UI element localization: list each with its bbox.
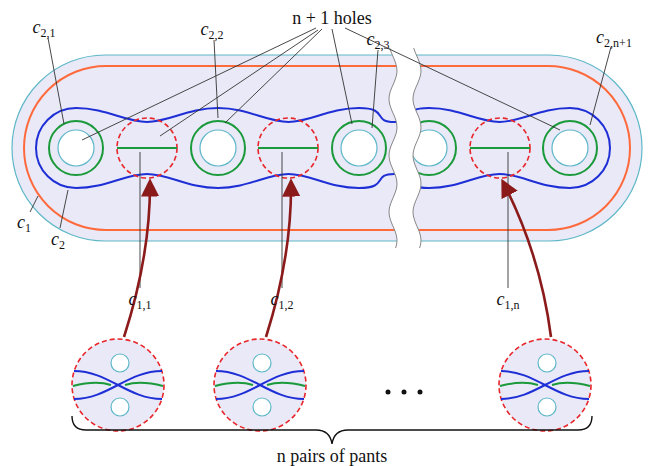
- curve-label: c2,3: [367, 30, 390, 51]
- break-line: [389, 48, 397, 248]
- hole: [111, 398, 129, 416]
- green-strand: [267, 383, 305, 386]
- blue-strand: [501, 371, 589, 399]
- hole: [200, 130, 236, 166]
- hole: [58, 130, 94, 166]
- curve-label: c2,n+1: [596, 28, 632, 49]
- curve-c1-i: [258, 147, 318, 149]
- green-strand: [500, 383, 538, 386]
- blue-strand: [74, 371, 162, 399]
- brace: [72, 416, 592, 444]
- ellipsis-dots: [386, 390, 423, 395]
- leader-lines: [30, 28, 611, 288]
- pants-disk: [470, 118, 530, 178]
- curve-c2-i: [332, 121, 386, 175]
- pants-detail: [499, 339, 591, 431]
- hole: [552, 130, 588, 166]
- hole: [538, 398, 556, 416]
- hole: [341, 130, 377, 166]
- curve-c2-i: [49, 121, 103, 175]
- surface: [12, 55, 642, 241]
- insert-arrow: [124, 182, 150, 337]
- insert-arrow: [503, 182, 551, 337]
- break-gap: [389, 48, 421, 248]
- break-line: [413, 48, 421, 248]
- curve-label: c2,2: [201, 20, 224, 41]
- curve-label: c1,1: [129, 290, 152, 311]
- green-strand: [125, 383, 163, 386]
- hole: [111, 354, 129, 372]
- insert-arrow: [266, 182, 291, 337]
- curve-label: c1,2: [271, 290, 294, 311]
- note-label: n pairs of pants: [277, 447, 387, 465]
- pants-disk: [117, 118, 177, 178]
- hole: [253, 354, 271, 372]
- pants-disk: [258, 118, 318, 178]
- curve-c2-i: [543, 121, 597, 175]
- curve-label: c1: [17, 213, 31, 234]
- curve-c1-i: [117, 147, 177, 149]
- hole: [253, 398, 271, 416]
- green-strand: [552, 383, 590, 386]
- curve-c1-i: [470, 147, 530, 149]
- blue-strand: [216, 371, 304, 399]
- blue-strand: [501, 371, 589, 399]
- pants-detail: [72, 339, 164, 431]
- curve-c2: [36, 108, 610, 188]
- blue-strand: [216, 371, 304, 399]
- green-strand: [73, 383, 111, 386]
- green-strand: [215, 383, 253, 386]
- note-label: n + 1 holes: [292, 9, 372, 27]
- curve-c2-i: [191, 121, 245, 175]
- blue-strand: [74, 371, 162, 399]
- pants-detail: [214, 339, 306, 431]
- curve-label: c2,1: [33, 18, 56, 39]
- curve-c1: [24, 66, 630, 230]
- curve-label: c1,n: [497, 290, 520, 311]
- hole: [538, 354, 556, 372]
- curve-label: c2: [51, 230, 65, 251]
